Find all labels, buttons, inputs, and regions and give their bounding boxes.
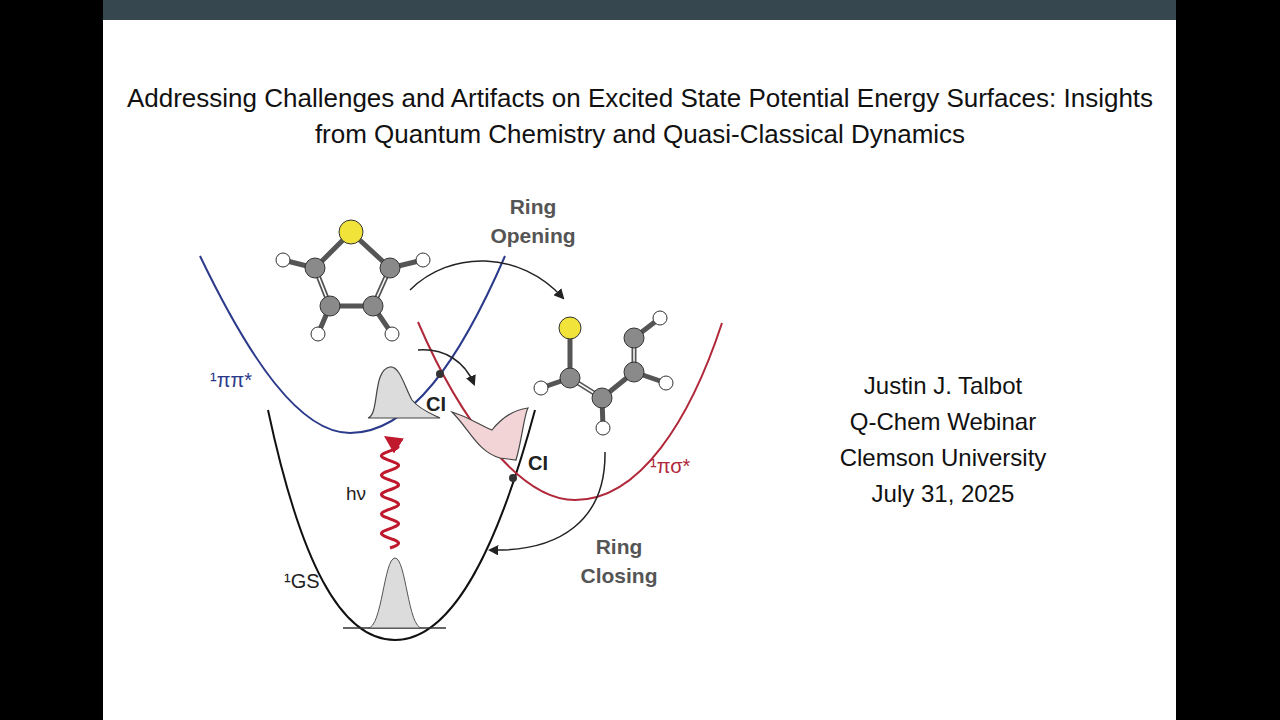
state-label: ¹ππ* xyxy=(210,369,252,392)
ground-wavepacket xyxy=(368,558,422,628)
thiophene-atoms xyxy=(276,220,430,341)
ci-point xyxy=(436,370,444,378)
author-info: Clemson University xyxy=(840,444,1047,472)
state-label: ¹GS xyxy=(284,570,320,593)
photon-label: hν xyxy=(346,483,366,505)
process-label: Ring Closing xyxy=(574,532,664,590)
process-label: Ring Opening xyxy=(488,192,578,250)
transfer-arrow xyxy=(418,350,474,384)
ci-label: CI xyxy=(528,452,548,475)
author-info: Justin J. Talbot xyxy=(864,372,1022,400)
state-label: ¹πσ* xyxy=(650,455,690,478)
pipi-curve xyxy=(200,256,505,433)
photon-arrow xyxy=(381,440,398,548)
opened-atoms xyxy=(534,311,673,435)
ring-closing-arrow xyxy=(490,452,605,550)
ci-label: CI xyxy=(426,393,446,416)
ring-opening-arrow xyxy=(410,261,563,298)
ci-point xyxy=(509,474,517,482)
dissociative-wavepacket xyxy=(452,408,528,460)
double-bond-marks xyxy=(315,268,634,398)
author-info: July 31, 2025 xyxy=(872,480,1015,508)
opened-bonds xyxy=(541,318,666,428)
pisigma-curve xyxy=(418,322,722,500)
thiophene-bonds xyxy=(283,232,423,334)
author-info: Q-Chem Webinar xyxy=(850,408,1036,436)
slide-title: Addressing Challenges and Artifacts on E… xyxy=(108,80,1172,152)
top-bar xyxy=(103,0,1176,20)
